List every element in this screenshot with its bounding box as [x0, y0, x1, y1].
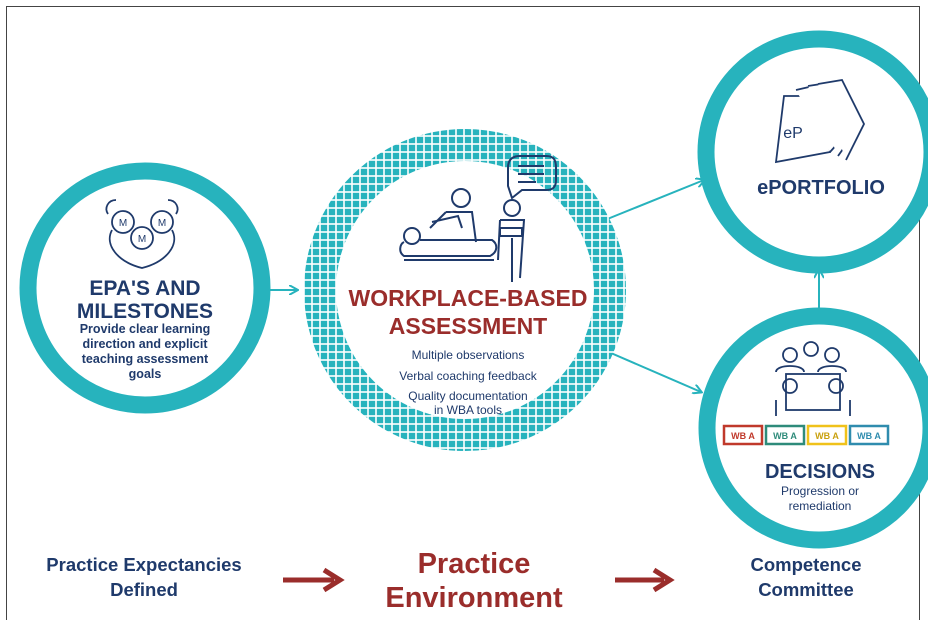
wba-badge-red [722, 424, 764, 446]
decisions-desc-line1: Progression or [781, 484, 859, 498]
eportfolio-node: eP ePORTFOLIO [697, 30, 928, 274]
wba-title-line2: ASSESSMENT [389, 313, 547, 339]
decisions-title: DECISIONS [765, 461, 875, 483]
bottom-center-line2: Environment [385, 582, 563, 614]
wba-item3-line2: in WBA tools [434, 403, 502, 417]
bottom-right-line2: Committee [758, 579, 854, 600]
wba-badge-row: WB A WB A WB A WB A [722, 424, 890, 446]
epa-desc-line4: goals [129, 367, 162, 381]
epa-desc-line3: teaching assessment [82, 352, 209, 366]
arrow-wba-to-eportfolio [599, 180, 704, 223]
bottom-right-line1: Competence [750, 554, 861, 575]
bottom-center-line1: Practice [418, 548, 531, 580]
wba-node: WORKPLACE-BASED ASSESSMENT Multiple obse… [304, 129, 626, 451]
eportfolio-folder-label: eP [783, 125, 803, 142]
eportfolio-title: ePORTFOLIO [757, 177, 885, 199]
arrow-wba-to-decisions [603, 349, 701, 392]
epa-node: M M M EPA'S AND MILESTONES Provide clear… [19, 162, 271, 414]
wba-badge-blue-label: WB A [857, 431, 881, 441]
bottom-arrow-left [283, 567, 345, 593]
epa-title-line2: MILESTONES [77, 300, 213, 323]
committee-meeting-icon [775, 341, 851, 416]
wba-badge-green-label: WB A [773, 431, 797, 441]
wba-title-line1: WORKPLACE-BASED [349, 285, 588, 311]
bottom-arrow-right [615, 567, 675, 593]
wba-badge-red-label: WB A [731, 431, 755, 441]
diagram-frame [6, 6, 920, 620]
clinician-patient-icon [399, 155, 557, 282]
wba-item3-line1: Quality documentation [408, 389, 527, 403]
wba-badge-blue [848, 424, 890, 446]
wba-badge-green [764, 424, 806, 446]
wba-badge-yellow-label: WB A [815, 431, 839, 441]
milestone-badge-1: M [119, 218, 127, 229]
folder-icon [774, 79, 866, 164]
wba-item1: Multiple observations [412, 348, 525, 362]
epa-desc-line2: direction and explicit [82, 337, 208, 351]
milestone-badge-2: M [158, 218, 166, 229]
epa-title-line1: EPA'S AND [89, 277, 200, 300]
decisions-desc-line2: remediation [789, 499, 852, 513]
bottom-left-line2: Defined [110, 579, 178, 600]
decisions-node: WB A WB A WB A WB A DECISIONS Progressio… [698, 307, 928, 549]
wba-item2: Verbal coaching feedback [399, 369, 537, 383]
wba-badge-yellow [806, 424, 848, 446]
milestone-hearts-icon [105, 199, 179, 269]
epa-desc-line1: Provide clear learning [80, 322, 211, 336]
milestone-badge-3: M [138, 234, 146, 245]
bottom-left-line1: Practice Expectancies [46, 554, 241, 575]
